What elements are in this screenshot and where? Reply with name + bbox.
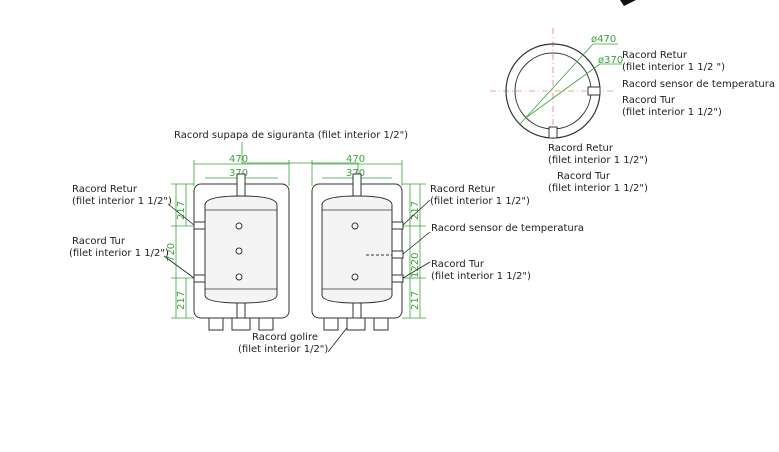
inner-circle bbox=[514, 52, 592, 130]
right-hole-2 bbox=[351, 273, 359, 281]
left-h217-top: 217 bbox=[176, 201, 187, 220]
left-w470-label: 470 bbox=[229, 154, 248, 165]
safety-valve-label: Racord supapa de siguranta (filet interi… bbox=[174, 130, 408, 141]
right-hole-1 bbox=[351, 222, 359, 230]
right-foot-3 bbox=[373, 317, 389, 331]
right-top-pipe bbox=[352, 173, 362, 197]
right-inner-tank bbox=[321, 195, 393, 304]
right-foot-1 bbox=[323, 317, 339, 331]
left-hole-3 bbox=[235, 273, 243, 281]
bottom-retur-sub: (filet interior 1 1/2") bbox=[548, 155, 648, 166]
bottom-tur-label: Racord Tur bbox=[557, 171, 611, 182]
right-sensor-port bbox=[391, 250, 404, 259]
top-sensor-label: Racord sensor de temperatura bbox=[622, 79, 775, 90]
top-retur-label: Racord Retur bbox=[622, 50, 688, 61]
left-h217-bottom: 217 bbox=[176, 291, 187, 310]
top-tur-sub: (filet interior 1 1/2") bbox=[622, 107, 722, 118]
right-h217-top: 217 bbox=[410, 201, 421, 220]
left-foot-1 bbox=[208, 317, 224, 331]
left-tur-label: Racord Tur bbox=[72, 236, 126, 247]
right-w470-label: 470 bbox=[346, 154, 365, 165]
d470-leader bbox=[519, 43, 594, 125]
left-hole-1 bbox=[235, 222, 243, 230]
right-tank-view: 470 370 217 1220 217 Racord Retur (filet… bbox=[311, 154, 584, 331]
left-hole-2 bbox=[235, 247, 243, 255]
top-tur-label: Racord Tur bbox=[622, 95, 676, 106]
bottom-tur-sub: (filet interior 1 1/2") bbox=[548, 183, 648, 194]
left-tur-sub: (filet interior 1 1/2") bbox=[69, 248, 169, 259]
left-foot-2 bbox=[231, 317, 251, 331]
left-retur-label: Racord Retur bbox=[72, 184, 138, 195]
corner-arrow-icon bbox=[620, 0, 636, 6]
left-h720: 720 bbox=[166, 243, 177, 262]
right-retur-port bbox=[391, 221, 404, 230]
right-sensor-leader bbox=[402, 231, 431, 255]
right-tur-sub: (filet interior 1 1/2") bbox=[431, 271, 531, 282]
left-retur-leader bbox=[167, 203, 195, 226]
left-tur-leader bbox=[163, 255, 195, 279]
right-retur-leader bbox=[402, 199, 431, 226]
sensor-port-top bbox=[587, 86, 601, 96]
bottom-port-top bbox=[548, 126, 558, 139]
right-retur-label: Racord Retur bbox=[430, 184, 496, 195]
top-view: ø470 ø370 Racord Retur (filet interior 1… bbox=[490, 28, 775, 194]
d370-leader bbox=[526, 63, 601, 118]
left-tur-port bbox=[193, 274, 206, 283]
d370-label: ø370 bbox=[598, 55, 623, 66]
safety-valve-leader bbox=[241, 142, 359, 175]
drain-label: Racord golire bbox=[252, 332, 318, 343]
d470-label: ø470 bbox=[591, 34, 616, 45]
top-retur-sub: (filet interior 1 1/2 ") bbox=[622, 62, 725, 73]
right-tur-label: Racord Tur bbox=[431, 259, 485, 270]
drain-sub: (filet interior 1/2") bbox=[238, 344, 328, 355]
right-sensor-label: Racord sensor de temperatura bbox=[431, 223, 584, 234]
left-top-pipe bbox=[236, 173, 246, 197]
right-h217-bottom: 217 bbox=[410, 291, 421, 310]
right-tur-port bbox=[391, 274, 404, 283]
left-retur-port bbox=[193, 221, 206, 230]
right-foot-2 bbox=[346, 317, 366, 331]
right-h1220: 1220 bbox=[410, 253, 421, 278]
right-tur-leader bbox=[402, 261, 431, 279]
right-retur-sub: (filet interior 1 1/2") bbox=[430, 196, 530, 207]
left-tank-view: 470 370 217 720 217 Racord bbox=[69, 154, 290, 331]
left-foot-3 bbox=[258, 317, 274, 331]
left-retur-sub: (filet interior 1 1/2") bbox=[72, 196, 172, 207]
bottom-retur-label: Racord Retur bbox=[548, 143, 614, 154]
